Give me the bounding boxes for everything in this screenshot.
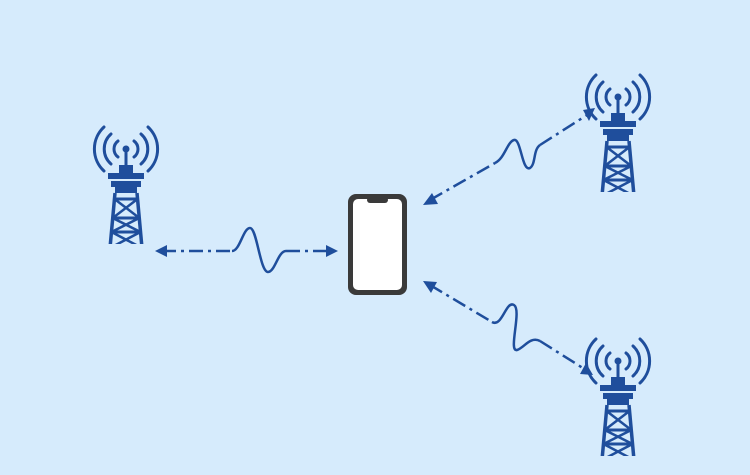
arrowhead-tower-top xyxy=(583,108,595,121)
signal-link-left xyxy=(155,226,338,274)
signal-link-top-right xyxy=(423,108,595,205)
arrowhead-left xyxy=(155,245,167,257)
smartphone xyxy=(348,194,407,295)
phone-notch xyxy=(367,197,388,203)
arrowhead-phone-bottom xyxy=(423,281,437,293)
phone-screen xyxy=(353,199,402,290)
arrowhead-phone-top xyxy=(423,193,438,205)
arrowhead-right xyxy=(326,245,338,257)
